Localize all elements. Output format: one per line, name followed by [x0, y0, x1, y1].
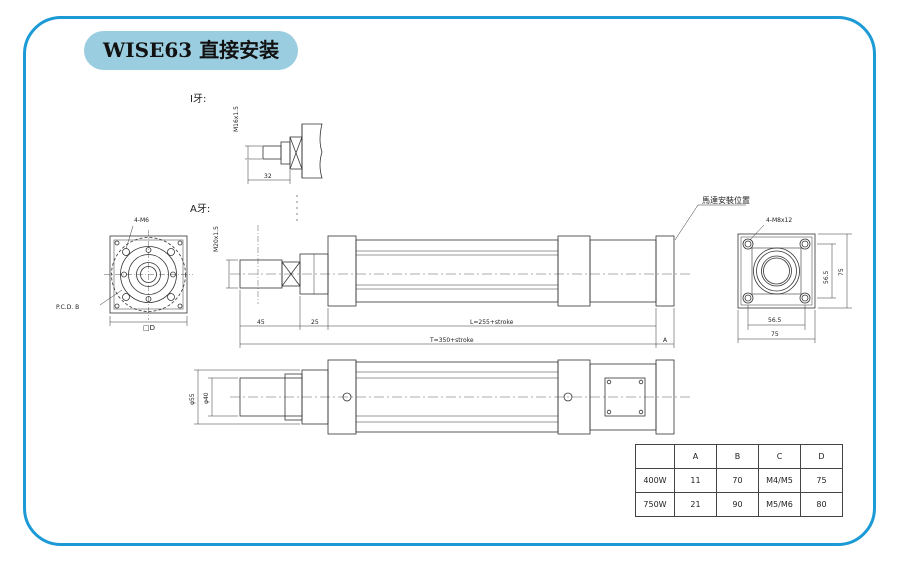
table-cell: 750W [635, 492, 675, 517]
table-cell: M4/M5 [758, 468, 801, 493]
i-thread-detail: I牙: M16x1.5 32 [190, 93, 323, 222]
table-header-cell: D [800, 444, 843, 469]
table-cell: 75 [800, 468, 843, 493]
dim-a: A [663, 337, 668, 344]
table-row: 750W 21 90 M5/M6 80 [635, 492, 843, 517]
dim-phi55: φ55 [189, 393, 196, 405]
table-cell: 400W [635, 468, 675, 493]
table-cell: 11 [674, 468, 717, 493]
rear-view: 4-M8x12 56.5 75 56.5 75 [737, 217, 852, 343]
dim-45: 45 [257, 319, 265, 326]
dim-phi40: φ40 [203, 392, 210, 404]
table-header-cell: C [758, 444, 801, 469]
rear-dim-75-v: 75 [838, 268, 845, 276]
front-flange-view: 4-M6 P.C.D. B □D [56, 217, 193, 332]
table-cell: 80 [800, 492, 843, 517]
table-header-cell: B [716, 444, 759, 469]
table-cell: 70 [716, 468, 759, 493]
dim-t: T=350+stroke [429, 337, 474, 344]
motor-position-label: 馬達安裝位置 [702, 195, 750, 205]
rear-dim-56-5-v: 56.5 [823, 270, 830, 284]
table-header-row: A B C D [635, 444, 843, 469]
page-title: WISE63 直接安装 [84, 31, 298, 70]
dim-l: L=255+stroke [470, 319, 514, 326]
spec-table: A B C D 400W 11 70 M4/M5 75 750W 21 90 M… [635, 444, 843, 517]
table-row: 400W 11 70 M4/M5 75 [635, 468, 843, 493]
page-frame [23, 16, 876, 546]
rear-dim-75-h: 75 [771, 331, 779, 338]
square-dim-label: □D [143, 324, 155, 332]
actuator-side-view: M20x1.5 馬達安裝位置 45 25 L=255+stroke T=350+… [213, 195, 750, 348]
rear-dim-56-5-h: 56.5 [768, 317, 782, 324]
table-cell: 21 [674, 492, 717, 517]
i-thread-size: M16x1.5 [233, 106, 240, 132]
view-i-label: I牙: [190, 93, 206, 105]
rear-hole-spec: 4-M8x12 [766, 217, 792, 224]
dim-25: 25 [311, 319, 319, 326]
i-length-dim: 32 [264, 173, 272, 180]
table-cell: M5/M6 [758, 492, 801, 517]
pcd-label: P.C.D. B [56, 304, 79, 311]
table-header-cell: A [674, 444, 717, 469]
table-cell: 90 [716, 492, 759, 517]
table-header-cell [635, 444, 675, 469]
a-thread-size: M20x1.5 [213, 226, 220, 252]
actuator-top-view: φ55 φ40 [189, 359, 690, 435]
flange-hole-spec: 4-M6 [134, 217, 149, 224]
view-a-label: A牙: [190, 203, 210, 215]
